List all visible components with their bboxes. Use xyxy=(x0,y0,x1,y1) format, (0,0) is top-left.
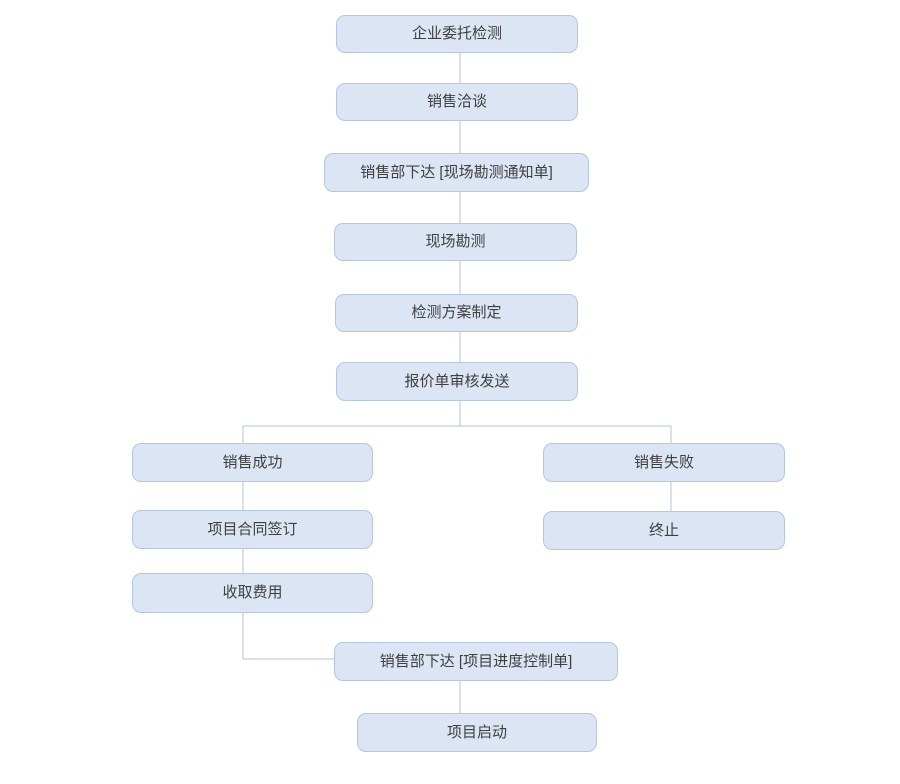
flow-node-sale-fail: 销售失败 xyxy=(543,443,785,482)
flow-node-survey-notice: 销售部下达 [现场勘测通知单] xyxy=(324,153,589,192)
edge-branch-bar xyxy=(242,425,672,443)
flow-node-progress-control: 销售部下达 [项目进度控制单] xyxy=(334,642,618,681)
flow-node-sale-success: 销售成功 xyxy=(132,443,373,482)
flow-node-quotation: 报价单审核发送 xyxy=(336,362,578,401)
flow-node-plan: 检测方案制定 xyxy=(335,294,578,332)
edge-fee-progress-control xyxy=(242,613,334,660)
flow-node-terminate: 终止 xyxy=(543,511,785,550)
flow-node-entrust: 企业委托检测 xyxy=(336,15,578,53)
flow-node-fee: 收取费用 xyxy=(132,573,373,613)
flow-node-site-survey: 现场勘测 xyxy=(334,223,577,261)
flow-node-launch: 项目启动 xyxy=(357,713,597,752)
flow-node-contract: 项目合同签订 xyxy=(132,510,373,549)
flow-node-negotiation: 销售洽谈 xyxy=(336,83,578,121)
